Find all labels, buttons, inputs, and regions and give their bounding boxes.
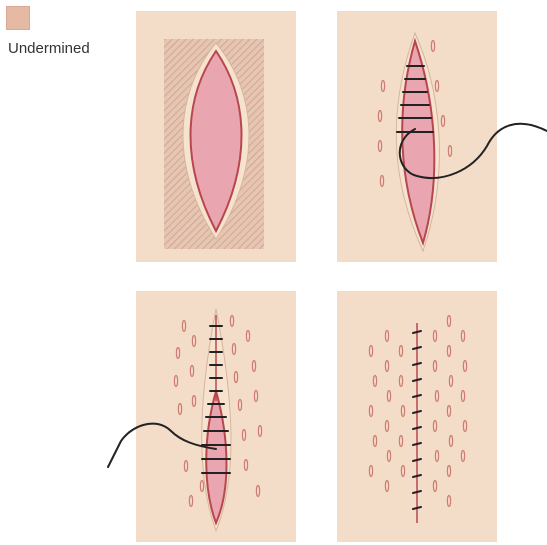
panel-suturing-begins xyxy=(337,11,497,262)
panel-wound-closed xyxy=(337,291,497,542)
legend-swatch-undermined xyxy=(6,6,30,30)
legend-label: Undermined xyxy=(8,40,90,57)
panel-suturing-continues xyxy=(136,291,296,542)
panel-undermined-wound xyxy=(136,11,296,262)
